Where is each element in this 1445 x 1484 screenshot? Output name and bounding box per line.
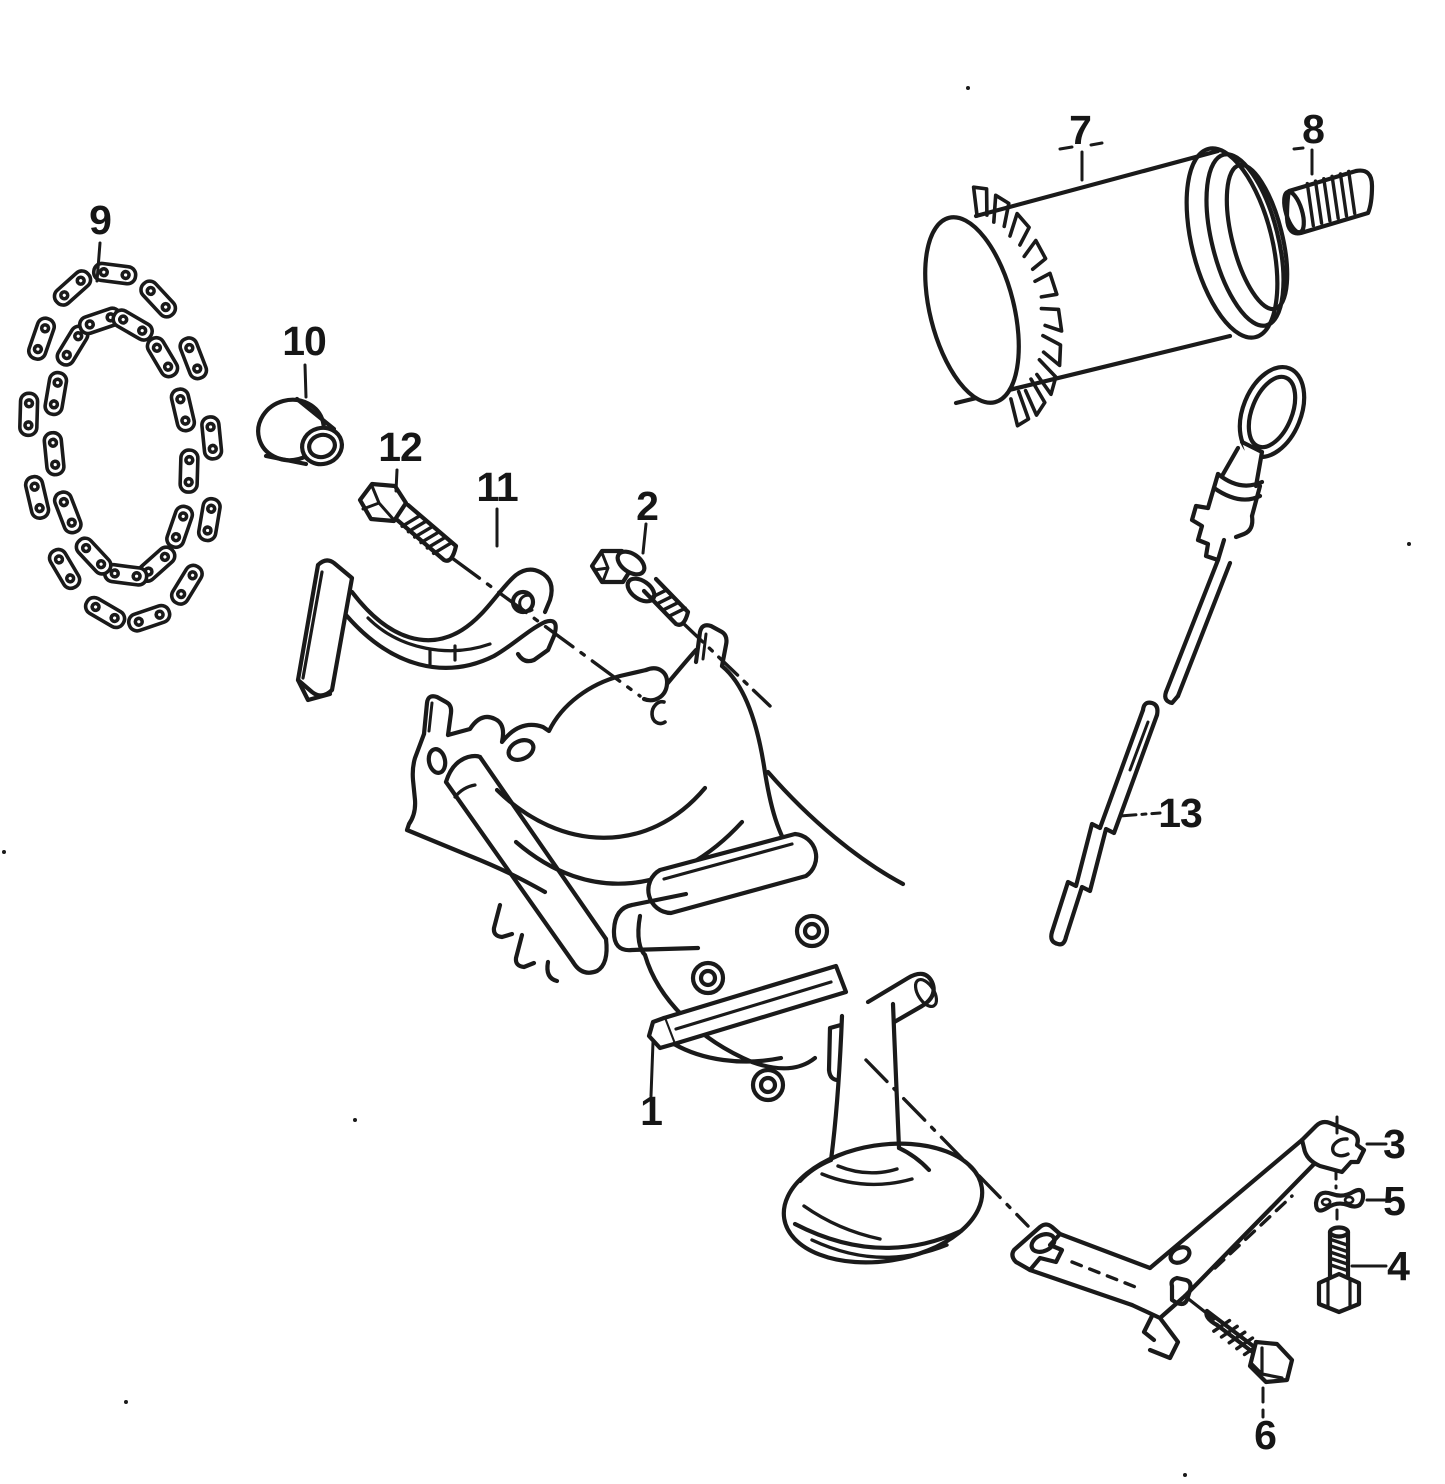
leader-9 (95, 241, 102, 283)
support-bracket (1010, 1119, 1367, 1361)
leader-10 (303, 363, 308, 399)
flange-bolt (589, 548, 691, 627)
oil-pump-assembly (404, 623, 985, 1265)
callout-4: 4 (1387, 1243, 1410, 1289)
leader-1 (649, 1040, 655, 1098)
callout-10: 10 (282, 318, 326, 364)
callout-11: 11 (476, 464, 518, 510)
leader-7 (1058, 141, 1104, 182)
callout-7: 7 (1069, 107, 1091, 153)
hex-bolt-vertical (1316, 1225, 1362, 1315)
assembly-line-bolt12 (450, 556, 642, 698)
wave-washer (1313, 1187, 1366, 1213)
leader-lines (95, 141, 1388, 1419)
callout-13: 13 (1158, 790, 1202, 836)
callout-8: 8 (1302, 106, 1324, 152)
callout-3: 3 (1383, 1121, 1405, 1167)
bushing (256, 396, 344, 467)
paper-speckles (2, 86, 1411, 1477)
hex-bolt-angled (1204, 1308, 1295, 1385)
callout-1: 1 (640, 1088, 662, 1134)
callout-12: 12 (378, 424, 422, 470)
tensioner-bolt (357, 481, 459, 563)
callout-2: 2 (636, 483, 658, 529)
threaded-plug (1282, 168, 1375, 236)
chain-tensioner (295, 558, 558, 703)
leader-12 (394, 468, 399, 493)
callout-5: 5 (1383, 1178, 1405, 1224)
assembly-line-bracket (864, 1058, 1030, 1228)
leader-2 (641, 522, 648, 555)
leader-8 (1292, 146, 1314, 176)
oil-filter (923, 146, 1290, 428)
drive-chain (18, 261, 224, 633)
callout-labels: 1 2 3 4 5 6 7 8 9 10 11 12 13 (89, 106, 1411, 1458)
leader-13 (1118, 811, 1162, 818)
assembly-line-bolt2 (682, 622, 772, 708)
callout-6: 6 (1254, 1412, 1276, 1458)
leader-3 (1335, 1115, 1388, 1146)
oil-dipstick (1049, 364, 1307, 947)
callout-9: 9 (89, 197, 111, 243)
leader-3-5-4-axis (1334, 1168, 1339, 1226)
